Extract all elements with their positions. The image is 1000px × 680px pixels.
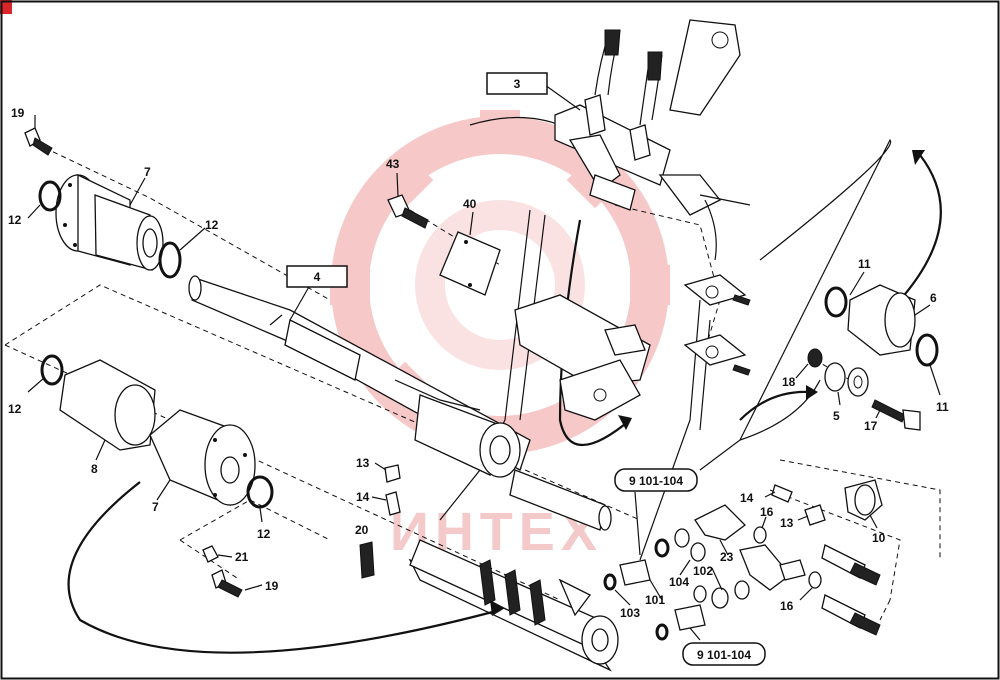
- label-12-bottom-left: 12: [8, 402, 22, 416]
- bolt-19-bottom: [211, 569, 243, 598]
- label-14-left: 14: [356, 490, 370, 504]
- hub-flange-bottom: [149, 409, 256, 506]
- washer-5: [824, 362, 869, 397]
- bushing-6: [847, 284, 916, 356]
- bolt-19-top: [24, 127, 53, 156]
- callout-box-4: [286, 265, 348, 288]
- bolt-43: [387, 194, 429, 229]
- label-102: 102: [693, 564, 713, 578]
- kit-parts: [603, 528, 750, 641]
- bracket-plate: [514, 294, 651, 421]
- label-13-right: 13: [780, 516, 794, 530]
- label-40: 40: [463, 197, 477, 211]
- kit-callout-bottom: [682, 642, 766, 666]
- assembly-arrows: [67, 150, 942, 654]
- kit-callout-bottom-label: 9 101-104: [697, 648, 751, 662]
- o-ring-12-lower-left: [40, 354, 64, 386]
- callout-box-3: [486, 72, 548, 95]
- valve-block: [554, 19, 751, 261]
- label-14-right: 14: [740, 491, 754, 505]
- label-11-bottom: 11: [936, 400, 949, 414]
- label-43: 43: [386, 157, 400, 171]
- label-6: 6: [930, 291, 937, 305]
- label-11-top: 11: [858, 257, 871, 271]
- nut-18: [807, 348, 823, 368]
- callout-4-label: 4: [314, 270, 321, 284]
- label-19-top: 19: [11, 106, 25, 120]
- label-103: 103: [620, 606, 640, 620]
- leader-lines: [27, 84, 941, 641]
- label-5: 5: [833, 409, 840, 423]
- main-shaft: [188, 275, 612, 531]
- label-16-bottom: 16: [780, 599, 794, 613]
- kit-callout-top: [614, 468, 698, 492]
- o-ring-12-lower-right: [246, 475, 274, 509]
- label-13-left: 13: [356, 456, 370, 470]
- label-8: 8: [91, 462, 98, 476]
- label-19-bottom: 19: [265, 579, 279, 593]
- sleeve-8: [59, 359, 156, 451]
- label-7-bottom: 7: [152, 500, 159, 514]
- label-18: 18: [782, 375, 796, 389]
- fitting-14-left: [385, 491, 401, 516]
- o-ring-11-right: [915, 333, 939, 367]
- plug-13-left: [384, 464, 401, 483]
- label-10: 10: [872, 531, 886, 545]
- label-12-bottom-right: 12: [257, 527, 271, 541]
- bolt-17: [871, 399, 921, 431]
- pipe-clamps: [683, 274, 751, 376]
- label-17: 17: [864, 419, 878, 433]
- screw-20: [359, 541, 375, 579]
- o-ring-12-upper-right: [158, 241, 182, 279]
- label-12-top-left: 12: [8, 213, 22, 227]
- label-7-top: 7: [144, 165, 151, 179]
- label-16-top: 16: [760, 505, 774, 519]
- label-101: 101: [645, 593, 665, 607]
- bolt-21: [202, 545, 219, 563]
- callout-3-label: 3: [514, 77, 521, 91]
- corner-marker: [0, 0, 12, 14]
- hub-flange-top: [55, 173, 164, 271]
- plate-40: [439, 231, 501, 296]
- label-20: 20: [355, 523, 369, 537]
- o-ring-11-left: [824, 286, 848, 318]
- label-23: 23: [720, 550, 734, 564]
- lower-cylinder: [408, 539, 619, 672]
- label-12-top-right: 12: [205, 218, 219, 232]
- fittings-right: [694, 479, 883, 636]
- o-ring-12-upper-left: [38, 180, 62, 212]
- kit-callout-top-label: 9 101-104: [629, 474, 683, 488]
- label-21: 21: [235, 550, 249, 564]
- part-number-labels: 19 12 7 12 12 8 7 12 21 19 43 40 13 14 2…: [8, 106, 949, 620]
- label-104: 104: [669, 575, 689, 589]
